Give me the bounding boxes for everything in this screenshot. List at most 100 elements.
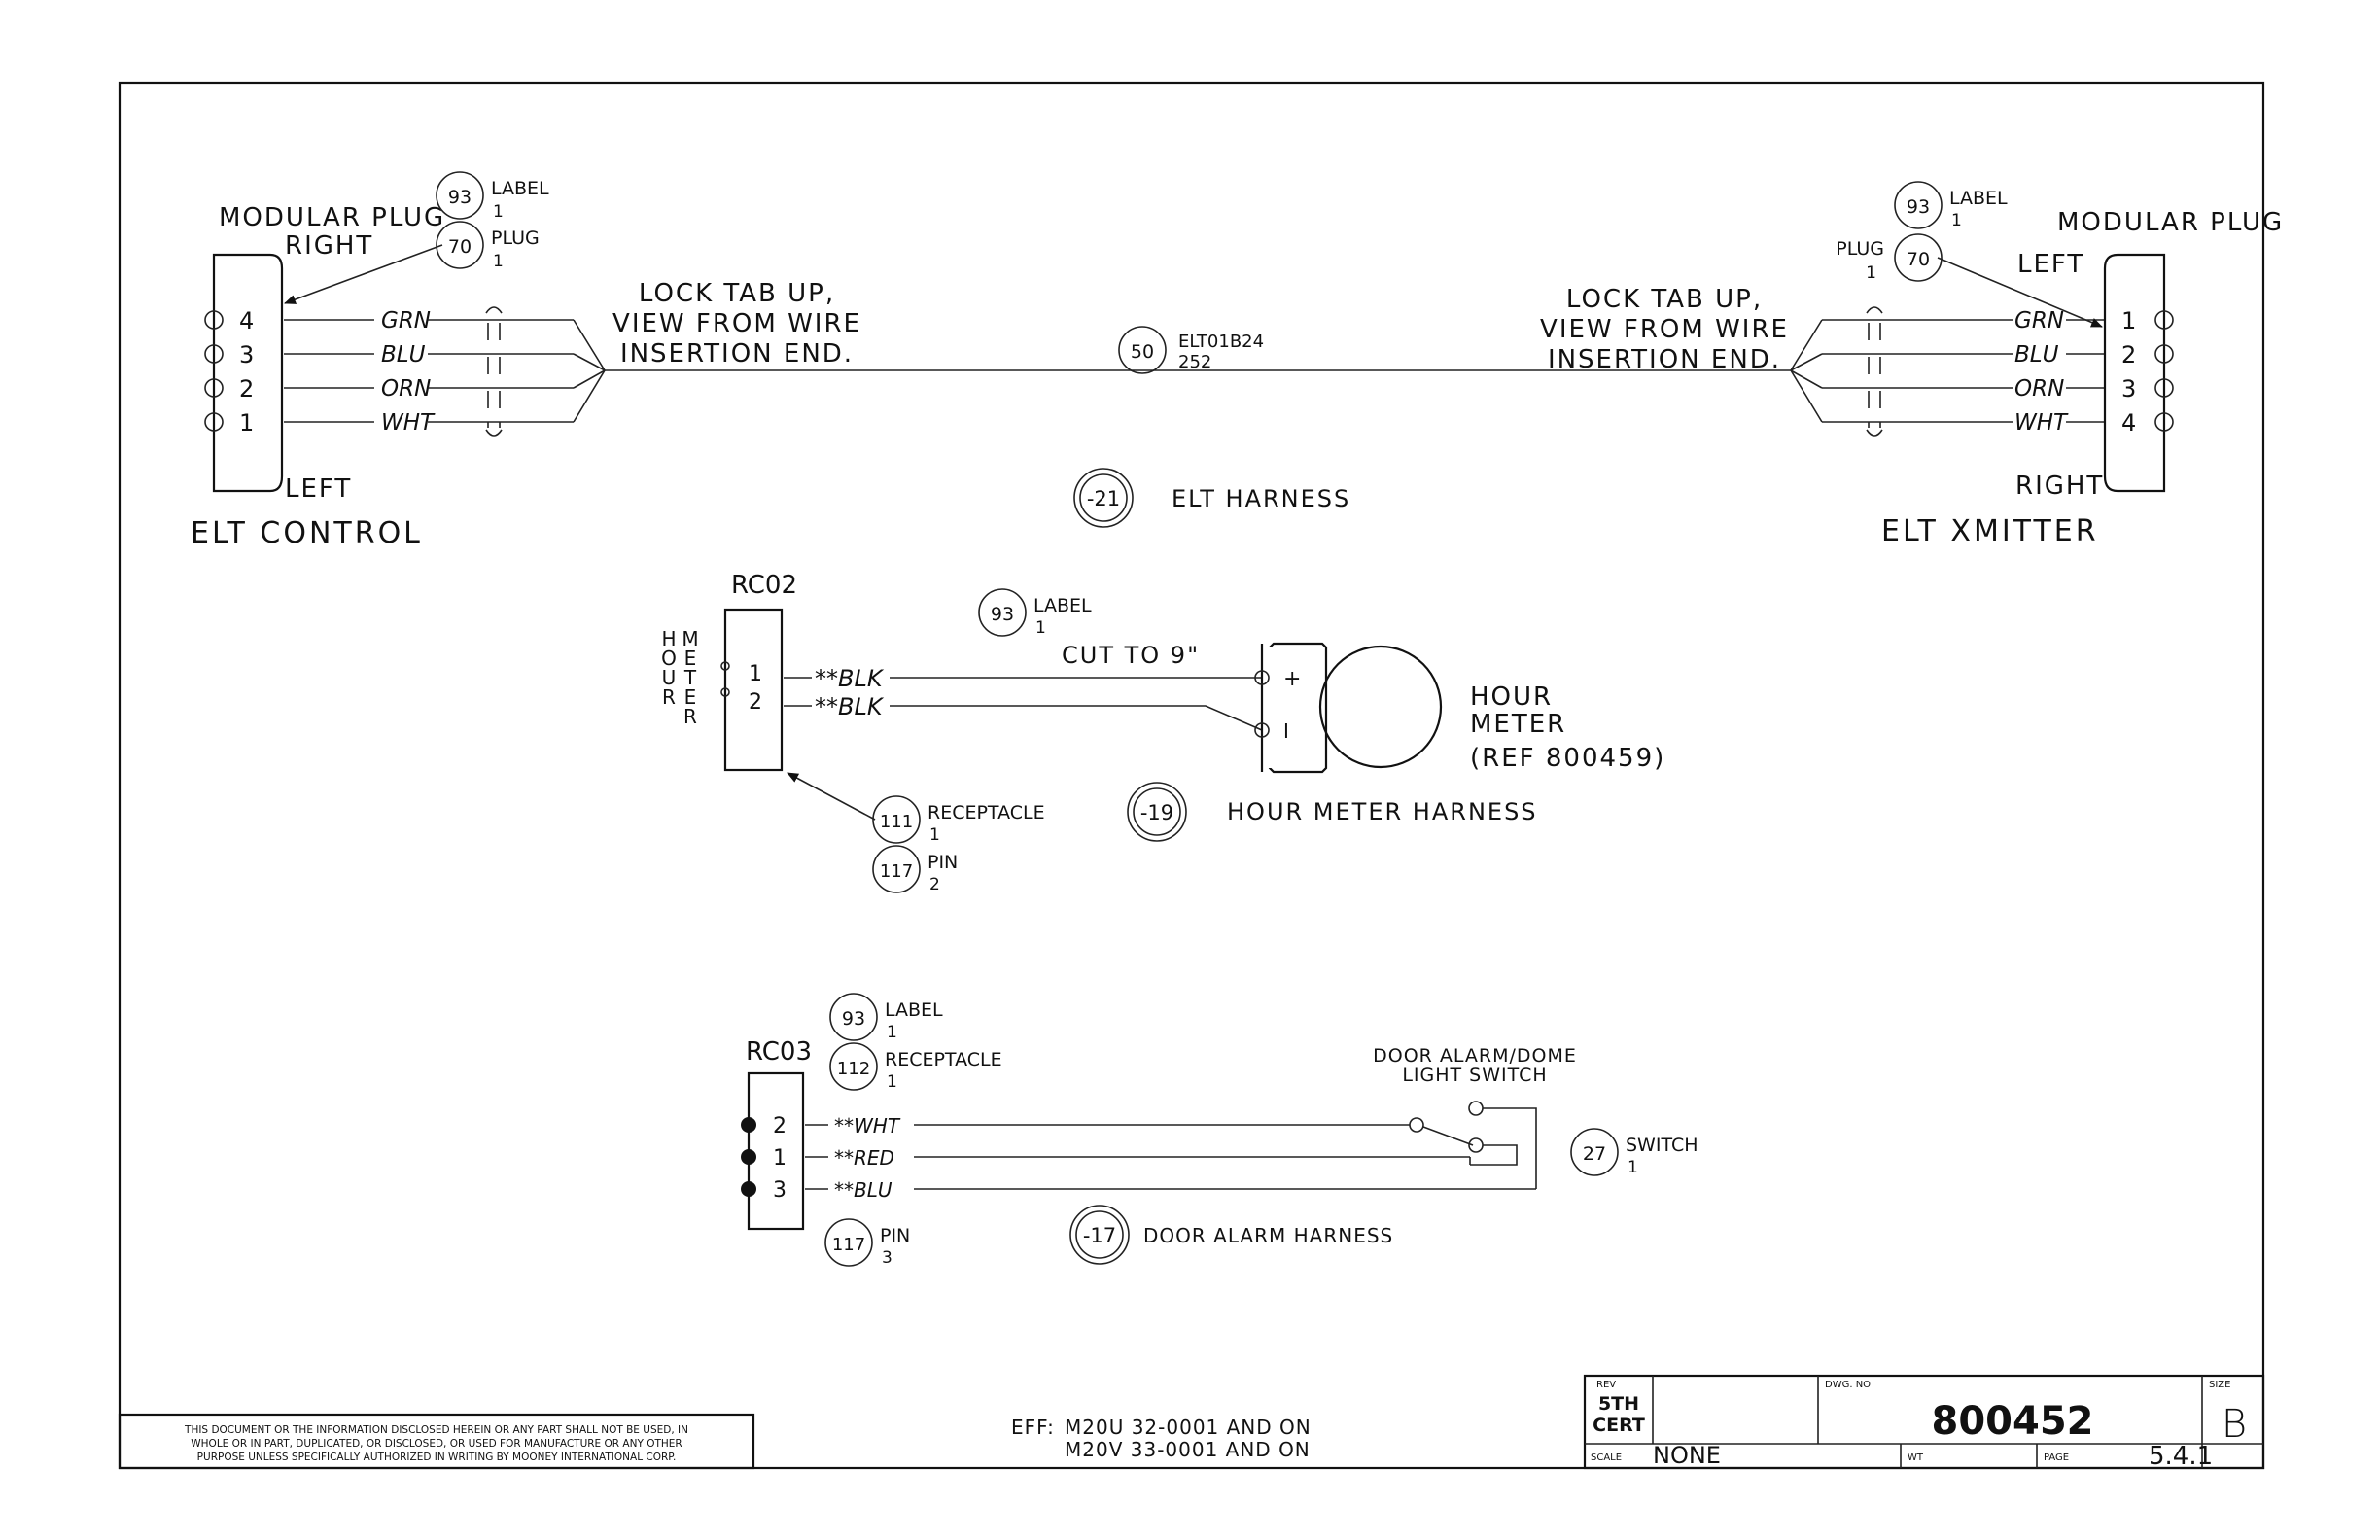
item-number: 93 [1907, 196, 1930, 218]
item-quantity: 1 [887, 1023, 897, 1042]
item-quantity: 2 [929, 875, 940, 894]
pin-number: 2 [2121, 341, 2136, 368]
hour-meter-label: METER [1470, 710, 1566, 739]
item-bubble [872, 845, 921, 893]
effectivity-line: M20V 33-0001 AND ON [1065, 1438, 1311, 1461]
item-bubble [824, 1218, 873, 1267]
terminal-contact [1254, 670, 1270, 685]
title-block: REV 5TH CERT DWG. NO 800452 SIZE B SCALE… [1583, 1374, 2265, 1471]
assembly-name: DOOR ALARM HARNESS [1143, 1224, 1393, 1247]
item-bubble [1894, 181, 1942, 229]
item-bubble [829, 993, 878, 1041]
drawing-border [118, 81, 2265, 1470]
assembly-bubble-outer [1069, 1205, 1130, 1265]
disclaimer-text: PURPOSE UNLESS SPECIFICALLY AUTHORIZED I… [197, 1452, 677, 1463]
elt-xmitter-label: ELT XMITTER [1881, 514, 2099, 548]
wire-color: **BLU [834, 1178, 892, 1202]
assembly-bubble-inner [1133, 788, 1181, 836]
item-bubble [978, 588, 1027, 637]
item-bubble [872, 795, 921, 844]
terminal-contact [1254, 722, 1270, 738]
modular-plug-title-left: MODULAR PLUG [219, 203, 445, 232]
pin-contact [204, 310, 224, 330]
plug-side-bottom-right: RIGHT [2015, 472, 2104, 501]
item-number: 70 [1907, 249, 1930, 270]
pin-contact [2154, 378, 2174, 398]
receptacle-body [723, 608, 784, 772]
item-bubble [1894, 233, 1942, 282]
door-alarm-switch [1409, 1101, 1537, 1189]
plug-leader-arrow [284, 244, 443, 304]
item-description: LABEL [491, 178, 549, 199]
pin-number: 4 [239, 307, 254, 334]
pin-contact [2154, 344, 2174, 364]
item-description: LABEL [885, 999, 943, 1021]
wire-color: ORN [381, 376, 431, 402]
elt-harness: MODULAR PLUG RIGHT LEFT ELT CONTROL 4 3 … [191, 171, 2284, 550]
terminal-plus: + [1283, 667, 1301, 691]
item-number: 112 [837, 1059, 870, 1079]
pin-contact [2154, 310, 2174, 330]
item-description: LABEL [1033, 595, 1092, 616]
connector-body-left [212, 253, 284, 493]
pin-number: 2 [239, 375, 254, 402]
item-number: 93 [448, 187, 472, 208]
drawing-number: 800452 [1932, 1399, 2094, 1444]
pin-number: 1 [2121, 307, 2136, 334]
item-number: 50 [1131, 341, 1154, 363]
dwg-no-label: DWG. NO [1825, 1380, 1871, 1390]
assembly-number: -21 [1087, 487, 1120, 510]
item-number: 111 [880, 812, 913, 832]
pin-number: 1 [749, 662, 762, 686]
wire-color: **RED [834, 1146, 894, 1170]
elt-control-label: ELT CONTROL [191, 516, 423, 550]
item-description: RECEPTACLE [885, 1049, 1002, 1070]
assembly-bubble-inner [1075, 1210, 1124, 1259]
item-number: 93 [842, 1008, 865, 1030]
modular-plug-title-right: MODULAR PLUG [2057, 208, 2284, 237]
disclaimer-text: THIS DOCUMENT OR THE INFORMATION DISCLOS… [184, 1424, 688, 1436]
wire-color: BLU [381, 342, 426, 368]
wire-color: **WHT [834, 1114, 901, 1138]
pin-contact [204, 412, 224, 432]
wire-color: WHT [2014, 410, 2069, 436]
page-label: PAGE [2044, 1452, 2069, 1463]
item-number: 117 [832, 1235, 865, 1255]
svg-text:VIEW FROM WIRE: VIEW FROM WIRE [612, 309, 861, 338]
assembly-bubble-inner [1079, 473, 1128, 522]
wire-color: GRN [381, 308, 431, 333]
modular-plug-symbol-left [485, 306, 606, 437]
pin-number: 4 [2121, 409, 2136, 437]
pin-number: 3 [239, 341, 254, 368]
item-bubble [436, 171, 484, 220]
pin-contact [204, 344, 224, 364]
item-number: 70 [448, 236, 472, 258]
revision: CERT [1592, 1415, 1645, 1436]
receptacle-leader-arrow [787, 772, 876, 821]
keying-mark [720, 661, 730, 671]
keying-mark [720, 687, 730, 697]
item-description: RECEPTACLE [928, 802, 1045, 823]
item-quantity: 3 [882, 1248, 892, 1268]
hour-meter-label: HOUR [1470, 682, 1553, 712]
footer: THIS DOCUMENT OR THE INFORMATION DISCLOS… [118, 1413, 1311, 1470]
connector-reference: RC03 [746, 1037, 812, 1067]
pin-dot [741, 1117, 756, 1133]
cable-length: 252 [1178, 352, 1211, 372]
pin-number: 1 [773, 1146, 787, 1171]
pin-contact [204, 378, 224, 398]
assembly-number: -17 [1083, 1224, 1116, 1247]
revision: 5TH [1598, 1393, 1639, 1415]
svg-text:LOCK TAB UP,: LOCK TAB UP, [639, 279, 835, 308]
pin-number: 2 [773, 1114, 787, 1138]
page-number: 5.4.1 [2149, 1442, 2213, 1471]
scale-label: SCALE [1591, 1452, 1622, 1463]
switch-label: LIGHT SWITCH [1402, 1065, 1547, 1086]
item-description: PIN [928, 852, 958, 873]
svg-text:LOCK TAB UP,: LOCK TAB UP, [1566, 285, 1763, 314]
